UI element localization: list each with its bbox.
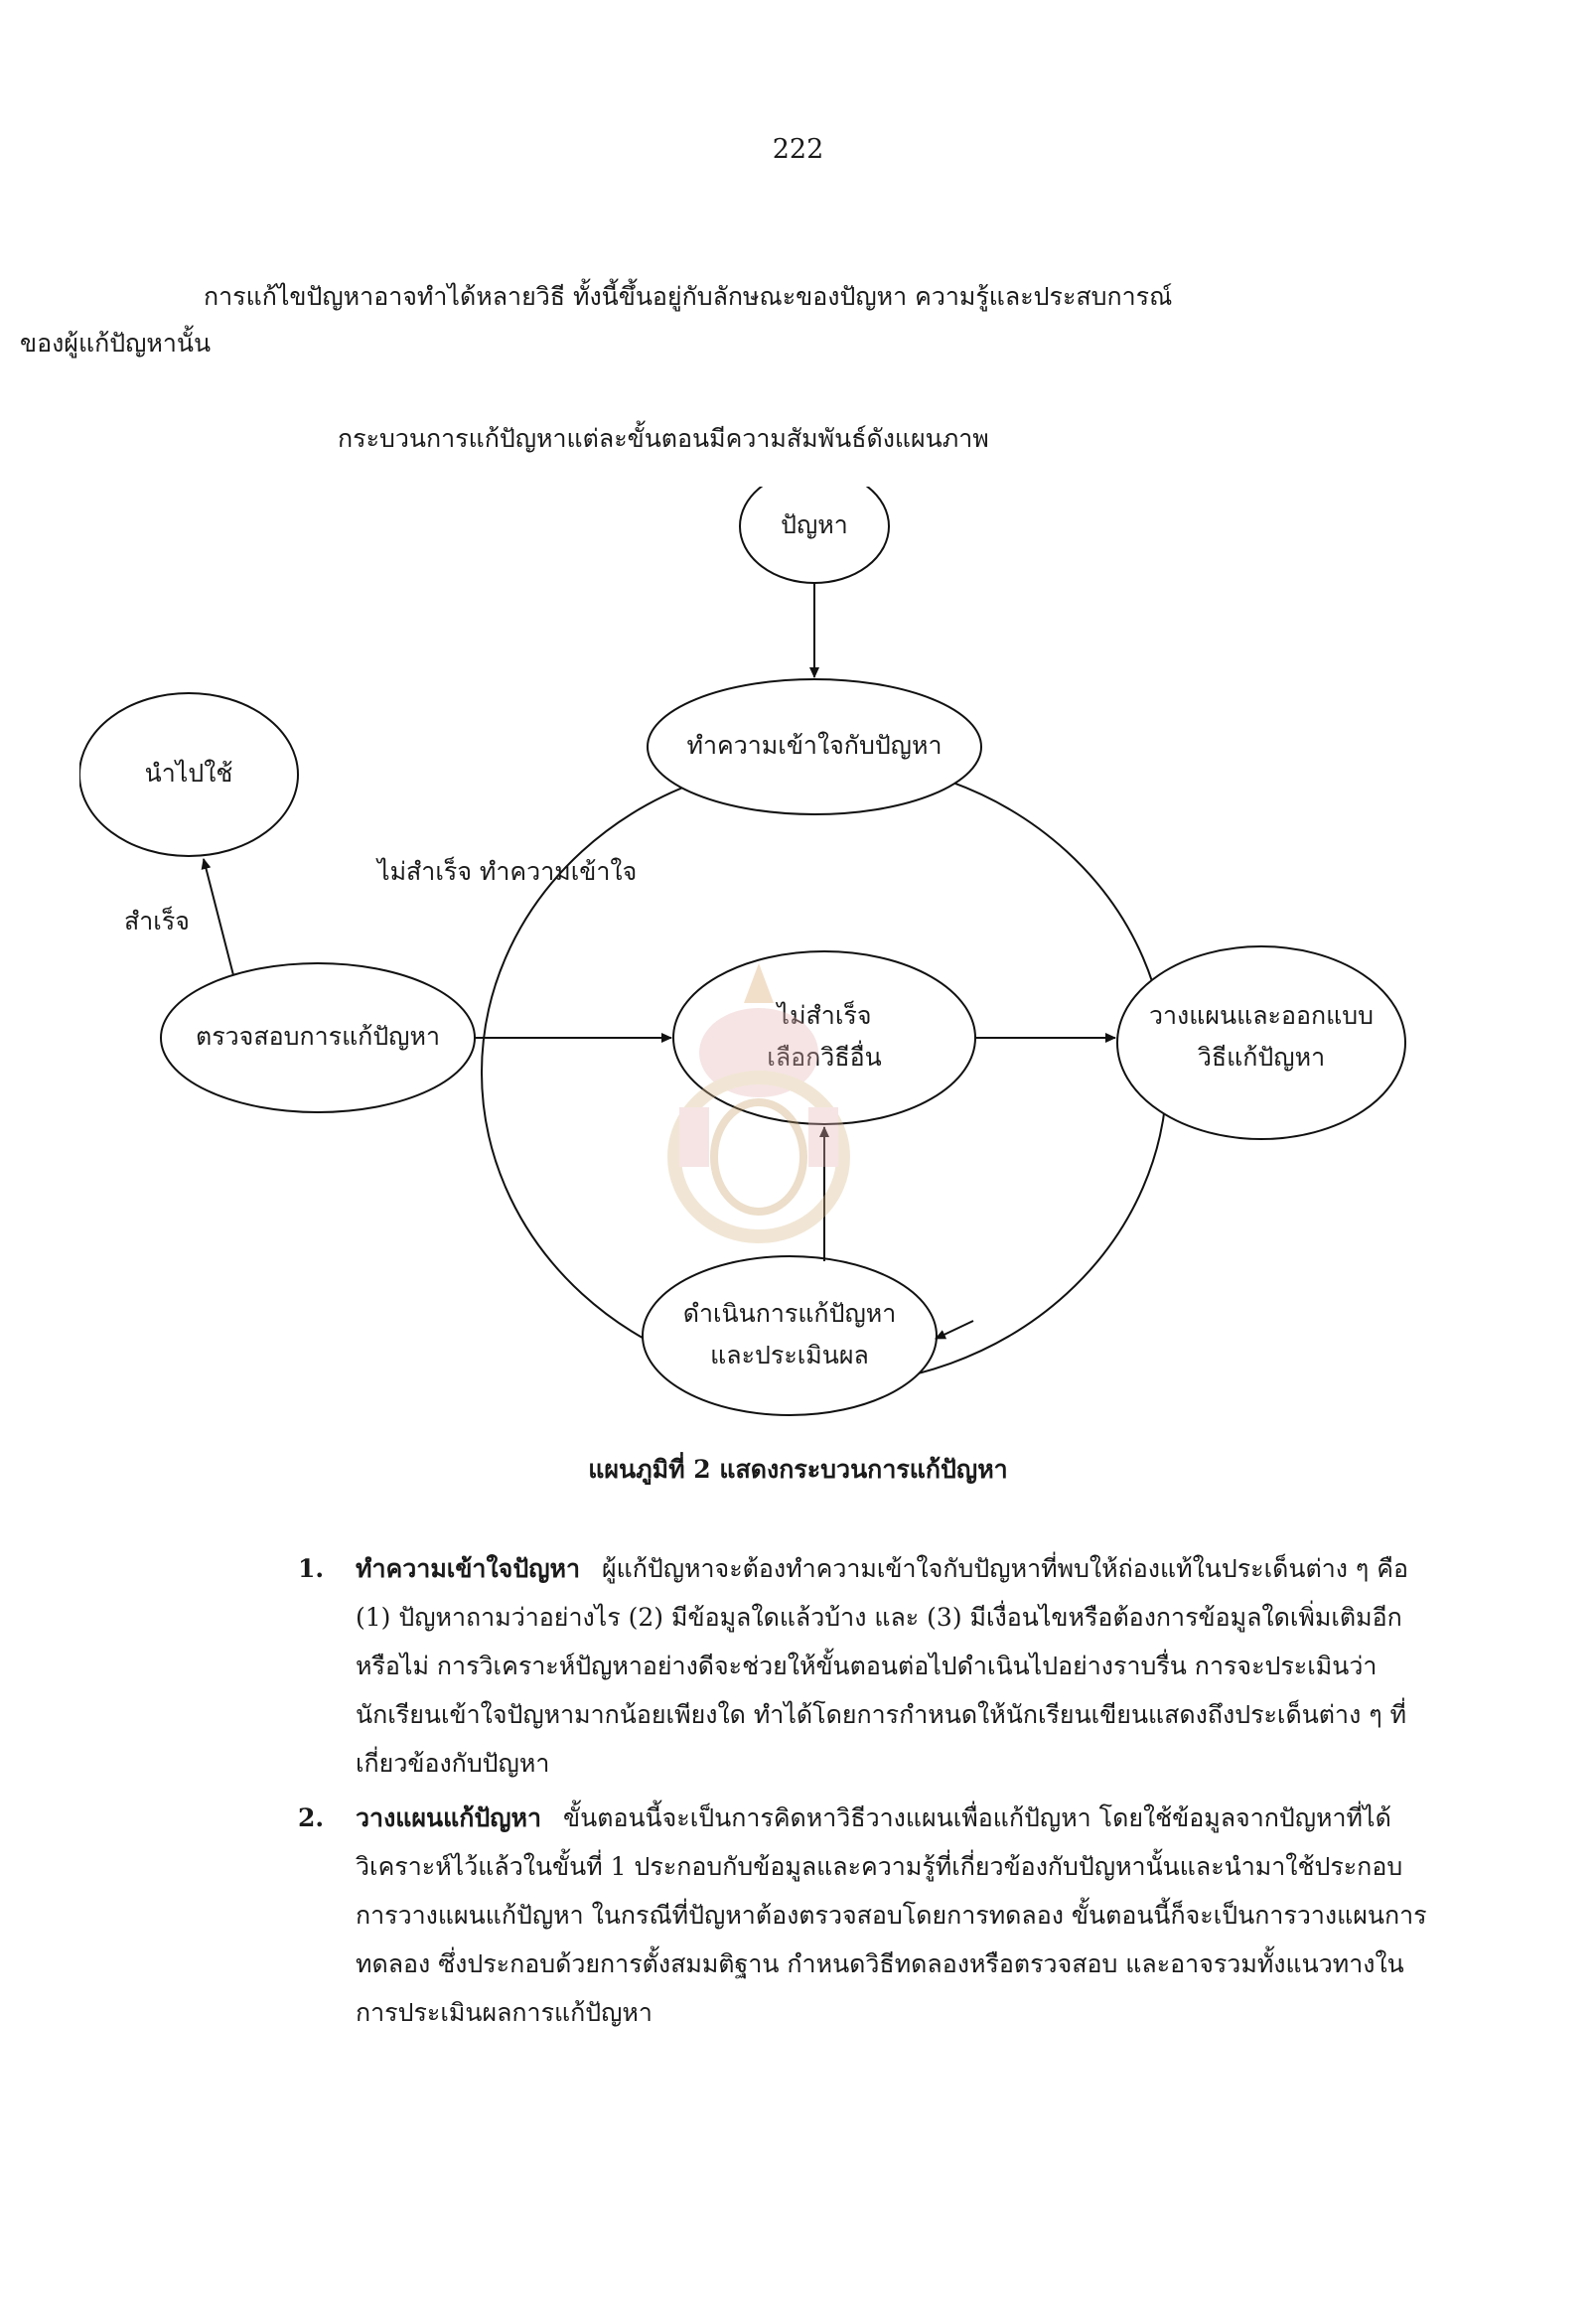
step-item-2: 2. วางแผนแก้ปัญหา ขั้นตอนนี้จะเป็นการคิด… — [298, 1794, 1430, 2037]
step-item-1: 1. ทำความเข้าใจปัญหา ผู้แก้ปัญหาจะต้องทำ… — [298, 1544, 1430, 1788]
node-fail-line-2: เลือกวิธีอื่น — [767, 1043, 882, 1072]
node-execute-label: ดำเนินการแก้ปัญหา และประเมินผล — [643, 1293, 937, 1376]
step-text: ผู้แก้ปัญหาจะต้องทำความเข้าใจกับปัญหาที่… — [356, 1554, 1409, 1778]
node-understand-label: ทำความเข้าใจกับปัญหา — [686, 731, 943, 760]
step-text: ขั้นตอนนี้จะเป็นการคิดหาวิธีวางแผนเพื่อแ… — [356, 1803, 1427, 2027]
node-fail-line-1: ไม่สำเร็จ — [777, 1001, 872, 1030]
intro-paragraph: การแก้ไขปัญหาอาจทำได้หลายวิธี ทั้งนี้ขึ้… — [20, 273, 1425, 366]
node-understand — [647, 678, 982, 815]
page-number: 222 — [772, 134, 824, 165]
steps-list: 1. ทำความเข้าใจปัญหา ผู้แก้ปัญหาจะต้องทำ… — [298, 1544, 1430, 2043]
intro-line-1: การแก้ไขปัญหาอาจทำได้หลายวิธี ทั้งนี้ขึ้… — [204, 282, 1173, 311]
seal-watermark — [667, 963, 850, 1243]
edge-success-label: สำเร็จ — [124, 907, 190, 936]
node-check-label: ตรวจสอบการแก้ปัญหา — [195, 1022, 441, 1051]
intro-line-2: ของผู้แก้ปัญหานั้น — [20, 329, 212, 358]
node-apply-label: นำไปใช้ — [144, 759, 233, 788]
node-apply — [79, 692, 299, 857]
figure-caption: แผนภูมิที่ 2 แสดงกระบวนการแก้ปัญหา — [588, 1455, 1008, 1484]
node-execute-line-1: ดำเนินการแก้ปัญหา — [682, 1299, 897, 1328]
node-execute-line-2: และประเมินผล — [710, 1341, 869, 1369]
node-fail — [672, 950, 976, 1125]
node-plan — [1116, 945, 1406, 1140]
edge-fail-understand-label: ไม่สำเร็จ ทำความเข้าใจ — [377, 857, 638, 886]
node-plan-label: วางแผนและออกแบบ วิธีแก้ปัญหา — [1117, 995, 1405, 1079]
step-heading: วางแผนแก้ปัญหา — [356, 1803, 542, 1832]
diagram-svg — [79, 487, 1406, 1416]
arrow-check-apply — [201, 858, 234, 976]
node-problem-label: ปัญหา — [781, 510, 848, 539]
node-plan-line-1: วางแผนและออกแบบ — [1148, 1001, 1374, 1030]
step-heading: ทำความเข้าใจปัญหา — [356, 1554, 581, 1583]
node-fail-label: ไม่สำเร็จ เลือกวิธีอื่น — [675, 995, 973, 1079]
step-number: 1. — [298, 1554, 325, 1583]
intro-line-3: กระบวนการแก้ปัญหาแต่ละขั้นตอนมีความสัมพั… — [338, 424, 989, 453]
step-number: 2. — [298, 1803, 325, 1832]
arrow-cycle-end — [935, 1320, 974, 1340]
problem-solving-diagram: ปัญหา ทำความเข้าใจกับปัญหา นำไปใช้ ตรวจส… — [79, 487, 1470, 1440]
node-plan-line-2: วิธีแก้ปัญหา — [1197, 1043, 1326, 1072]
